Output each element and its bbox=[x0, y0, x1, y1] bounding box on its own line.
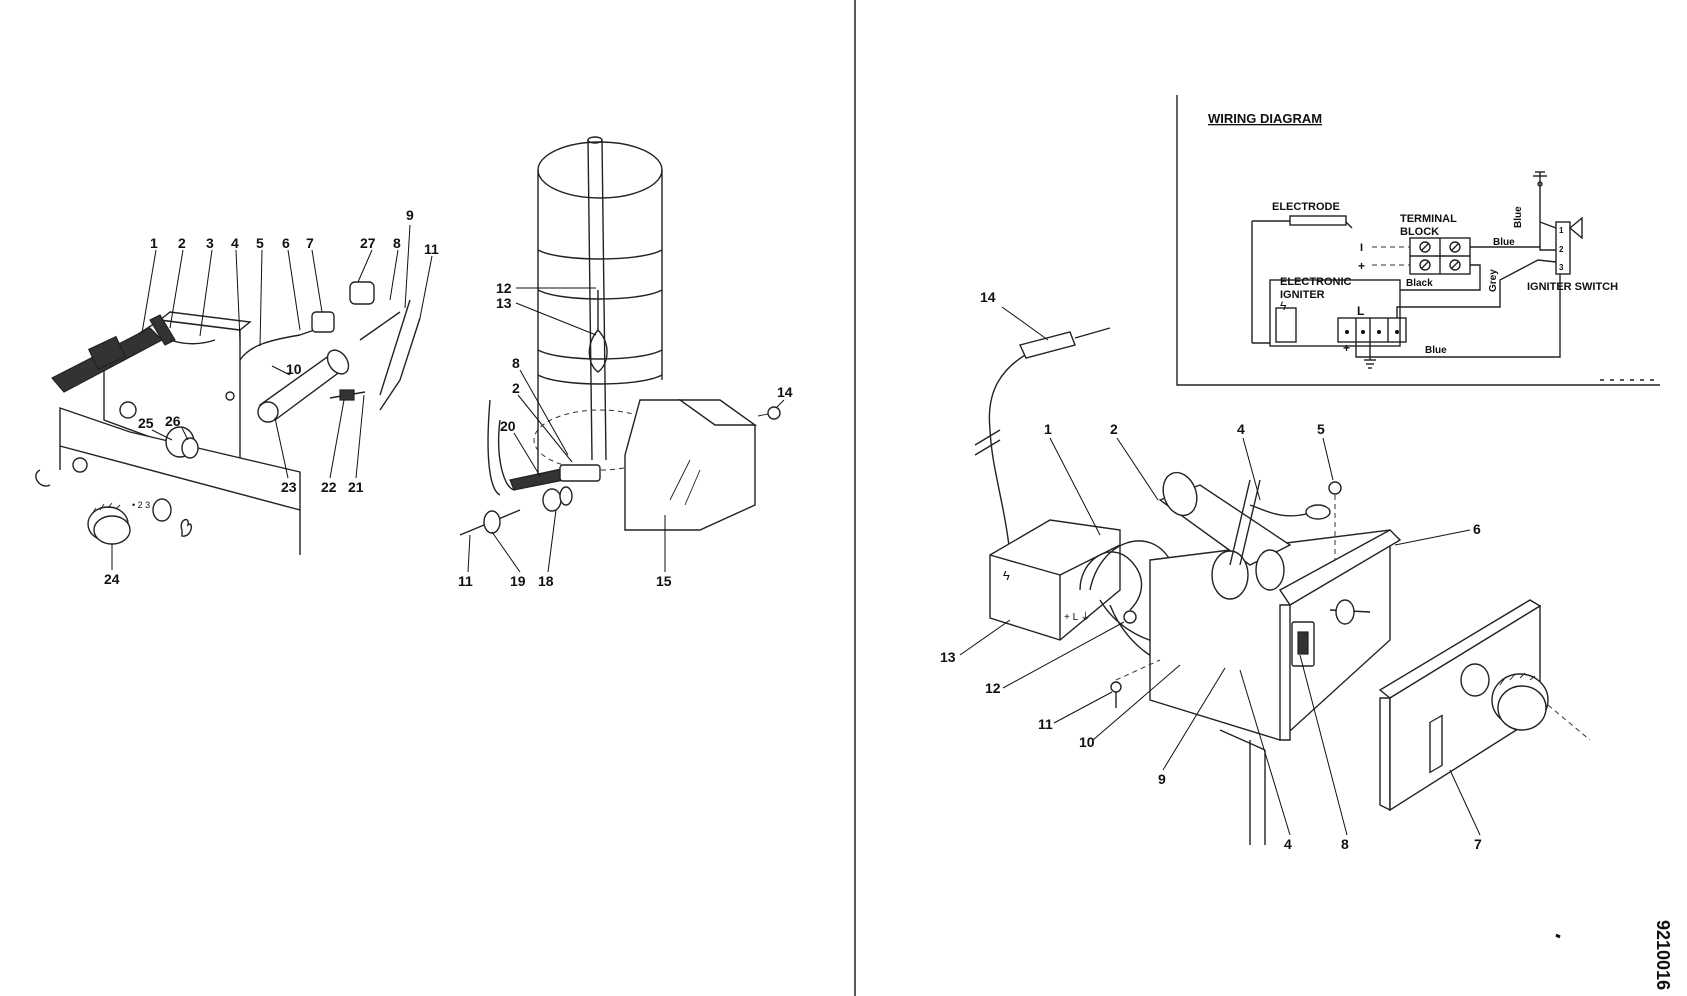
screw-12 bbox=[1123, 610, 1137, 624]
callout-right-1: 1 bbox=[1044, 421, 1052, 437]
callout-right-5: 5 bbox=[1317, 421, 1325, 437]
callout-mid-13: 13 bbox=[496, 295, 512, 311]
terminal-label-line2: BLOCK bbox=[1400, 226, 1439, 238]
callout-left-24: 24 bbox=[104, 571, 120, 587]
callout-left-10: 10 bbox=[286, 361, 302, 377]
callout-right-12: 12 bbox=[985, 680, 1001, 696]
callout-left-23: 23 bbox=[281, 479, 297, 495]
callout-left-11: 11 bbox=[424, 241, 439, 257]
front-plate-6 bbox=[1278, 529, 1402, 606]
igniter-switch-symbol bbox=[1555, 221, 1571, 275]
igniter-l-symbol: L bbox=[1357, 304, 1364, 318]
callout-right-14: 14 bbox=[980, 289, 996, 305]
callout-right-6: 6 bbox=[1473, 521, 1481, 537]
callout-left-3: 3 bbox=[206, 235, 214, 251]
callout-left-21: 21 bbox=[348, 479, 364, 495]
callout-right-9: 9 bbox=[1158, 771, 1166, 787]
terminal-plus-symbol: + bbox=[1358, 259, 1365, 273]
callout-mid-14: 14 bbox=[777, 384, 793, 400]
middle-figure-flue-assembly bbox=[459, 136, 785, 573]
wiring-diagram-title: WIRING DIAGRAM bbox=[1208, 111, 1322, 126]
callout-left-7: 7 bbox=[306, 235, 314, 251]
switch-terminal-1: 1 bbox=[1559, 226, 1564, 235]
callout-mid-8: 8 bbox=[512, 355, 520, 371]
callout-mid-15: 15 bbox=[656, 573, 672, 589]
igniter-symbol-box bbox=[1269, 279, 1401, 347]
terminal-label-line1: TERMINAL bbox=[1400, 213, 1457, 225]
callout-left-27: 27 bbox=[360, 235, 376, 251]
wire-grey-label: Grey bbox=[1488, 269, 1499, 292]
grommet-27 bbox=[349, 281, 375, 305]
screw-11 bbox=[1110, 681, 1122, 708]
left-figure-valve-assembly: • 2 3 bbox=[35, 224, 433, 570]
wiring-diagram: ϟ bbox=[1176, 95, 1660, 386]
wire-blue-label-2: Blue bbox=[1513, 206, 1524, 228]
mounting-plate bbox=[1149, 529, 1391, 741]
svg-text:ϟ: ϟ bbox=[1003, 568, 1010, 583]
callout-left-6: 6 bbox=[282, 235, 290, 251]
electrode-14 bbox=[1019, 331, 1076, 359]
callout-left-25: 25 bbox=[138, 415, 154, 431]
mounting-bracket bbox=[103, 319, 241, 472]
svg-text:ϟ: ϟ bbox=[1280, 299, 1287, 313]
igniter-label-line2: IGNITER bbox=[1280, 289, 1325, 301]
callout-right-11: 11 bbox=[1038, 716, 1053, 732]
callout-right-13: 13 bbox=[940, 649, 956, 665]
callout-right-4: 4 bbox=[1237, 421, 1245, 437]
callout-right-2: 2 bbox=[1110, 421, 1118, 437]
electrode-label: ELECTRODE bbox=[1272, 201, 1340, 213]
callout-mid-20: 20 bbox=[500, 418, 516, 434]
wire-blue-label-1: Blue bbox=[1493, 237, 1515, 248]
wire-black-label: Black bbox=[1406, 278, 1433, 289]
callout-left-22: 22 bbox=[321, 479, 337, 495]
wiring-diagram-frame bbox=[1176, 95, 1660, 386]
callout-right-8: 8 bbox=[1341, 836, 1349, 852]
callout-left-26: 26 bbox=[165, 413, 181, 429]
document-number: 9210016 bbox=[1653, 920, 1673, 990]
igniter-label-line1: ELECTRONIC bbox=[1280, 276, 1352, 288]
jet-19 bbox=[483, 510, 501, 534]
callout-left-1: 1 bbox=[150, 235, 158, 251]
callout-left-5: 5 bbox=[256, 235, 264, 251]
callout-left-9: 9 bbox=[406, 207, 414, 223]
callout-mid-19: 19 bbox=[510, 573, 526, 589]
callout-right-7: 7 bbox=[1474, 836, 1482, 852]
front-fascia-7 bbox=[1378, 599, 1542, 812]
callout-left-4: 4 bbox=[231, 235, 239, 251]
callout-mid-11: 11 bbox=[458, 573, 473, 589]
switch-terminal-2: 2 bbox=[1559, 245, 1564, 254]
screw-14 bbox=[767, 406, 781, 420]
callout-mid-2: 2 bbox=[512, 380, 520, 396]
callout-left-2: 2 bbox=[178, 235, 186, 251]
igniter-switch-label: IGNITER SWITCH bbox=[1527, 281, 1618, 293]
earth-lug bbox=[1305, 504, 1331, 520]
electronic-igniter-13: ϟ + L ⏚ bbox=[989, 519, 1121, 641]
igniter-plus-symbol: + bbox=[1343, 341, 1350, 355]
control-knob bbox=[1491, 672, 1591, 741]
callout-right-4b: 4 bbox=[1284, 836, 1292, 852]
callout-left-8: 8 bbox=[393, 235, 401, 251]
wire-blue-label-3: Blue bbox=[1425, 345, 1447, 356]
svg-text:+ L ⏚: + L ⏚ bbox=[1064, 611, 1091, 623]
right-figure-igniter-unit: ϟ + L ⏚ bbox=[959, 306, 1591, 845]
terminal-i-symbol: I bbox=[1360, 242, 1363, 254]
nut-7 bbox=[311, 311, 335, 333]
callout-right-10: 10 bbox=[1079, 734, 1095, 750]
svg-text:• 2 3: • 2 3 bbox=[132, 500, 150, 510]
screw-5 bbox=[1328, 481, 1342, 495]
control-knob-24 bbox=[87, 502, 131, 545]
switch-terminal-3: 3 bbox=[1559, 263, 1564, 272]
callout-mid-12: 12 bbox=[496, 280, 512, 296]
pipe-11 bbox=[379, 317, 421, 411]
control-panel-front bbox=[59, 407, 301, 511]
callout-mid-18: 18 bbox=[538, 573, 554, 589]
